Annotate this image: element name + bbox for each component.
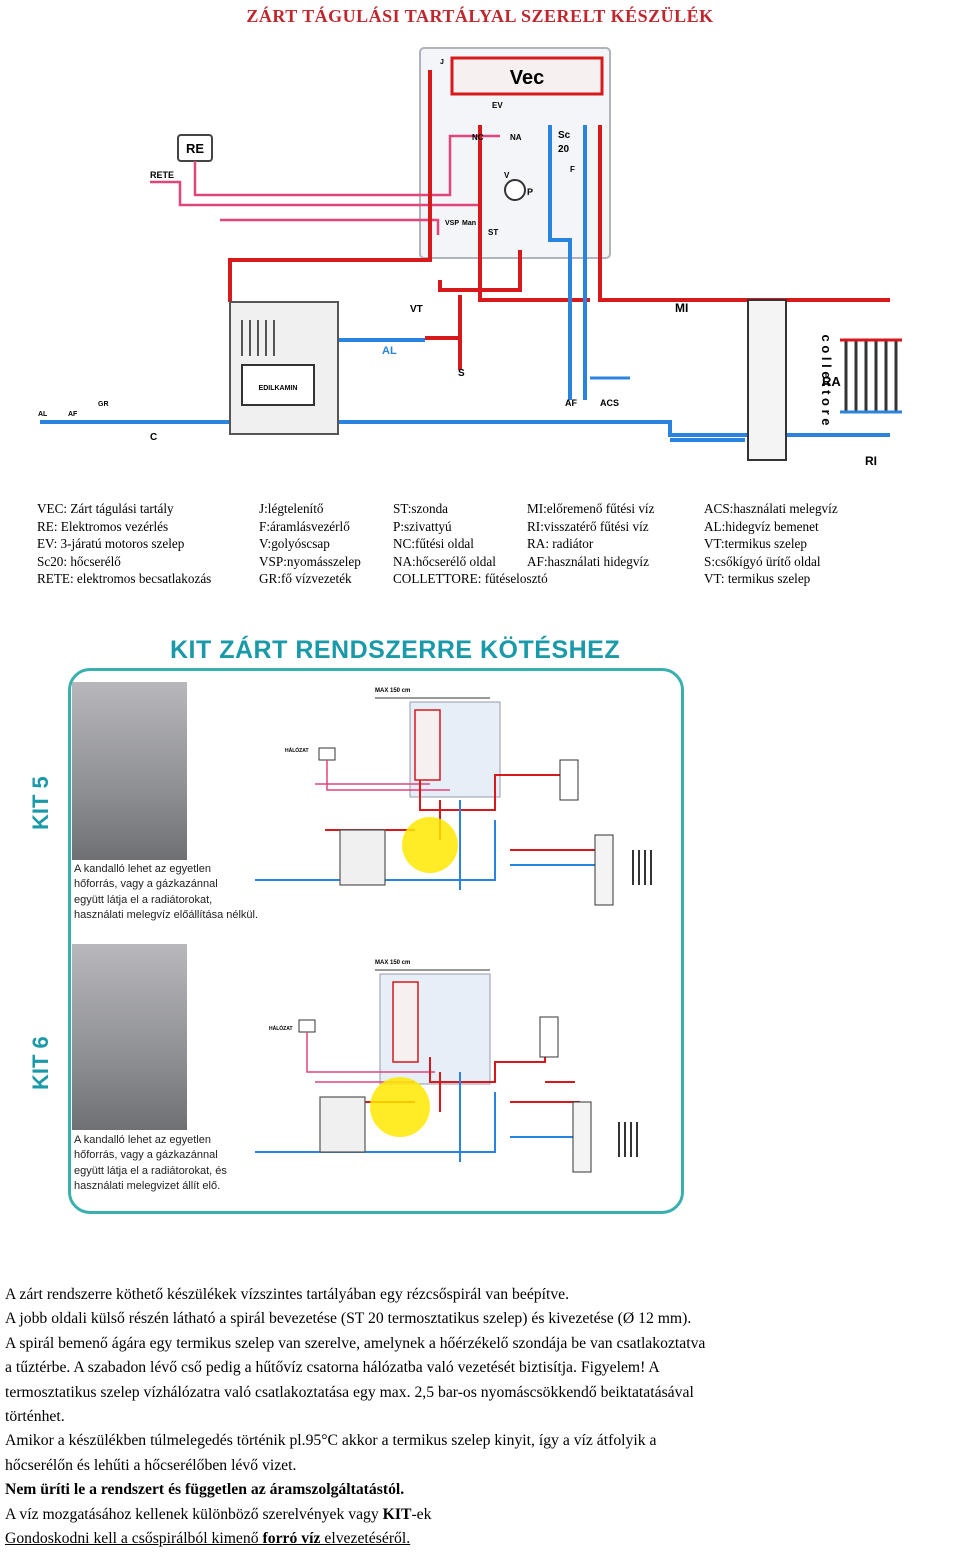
kit5-halozat: HÁLÓZAT: [285, 746, 309, 754]
kit6-photo: [72, 944, 187, 1130]
nc-label: NC: [472, 133, 484, 142]
sc-label: Sc: [558, 130, 571, 141]
legend-col-1: VEC: Zárt tágulási tartály RE: Elektromo…: [37, 501, 212, 587]
j-label: J: [440, 59, 444, 66]
paragraph-7: Gondoskodni kell a csőspirálból kimenő f…: [5, 1530, 411, 1548]
c-label: C: [150, 432, 157, 443]
ra-label: RA: [822, 374, 841, 389]
collettore-label: c o l l e t t o r e: [819, 334, 834, 425]
paragraph-3b: a tűztérbe. A szabadon lévő cső pedig a …: [5, 1359, 660, 1377]
legend-col-5: ACS:használati melegvíz AL:hidegvíz beme…: [704, 501, 838, 587]
af-label: AF: [565, 398, 577, 408]
ev-label: EV: [492, 101, 503, 110]
paragraph-4b: hőcserélőn és lehűti a hőcserélőben lévő…: [5, 1456, 297, 1474]
paragraph-6: A víz mozgatásához kellenek különböző sz…: [5, 1505, 432, 1523]
af-small-label: AF: [68, 411, 78, 418]
kit6-caption: A kandalló lehet az egyetlen hőforrás, v…: [74, 1134, 227, 1193]
vec-label: Vec: [510, 67, 544, 89]
s-label: S: [458, 368, 465, 379]
paragraph-3a: A spirál bemenő ágára egy termikus szele…: [5, 1334, 706, 1352]
st-label: ST: [488, 228, 498, 237]
vt-label: VT: [410, 304, 423, 315]
paragraph-1: A zárt rendszerre köthető készülékek víz…: [5, 1286, 570, 1303]
kit5-max: MAX 150 cm: [375, 688, 410, 694]
brand-label: EDILKAMIN: [259, 385, 298, 392]
rete-label: RETE: [150, 170, 174, 180]
paragraph-3c: termosztatikus szelep vízhálózatra való …: [5, 1383, 694, 1401]
paragraph-2: A jobb oldali külső részén látható a spi…: [5, 1310, 692, 1328]
schematic-diagram: Vec RE RETE EDILKAMIN c o l l e t t o r …: [38, 47, 902, 468]
legend-col-2: J:légtelenítő F:áramlásvezérlő V:golyósc…: [259, 501, 361, 587]
kit-frame: [68, 668, 684, 1214]
diagram-title: ZÁRT TÁGULÁSI TARTÁLYAL SZERELT KÉSZÜLÉK: [246, 6, 714, 26]
al-small-label: AL: [38, 411, 48, 418]
mi-label: MI: [675, 301, 688, 315]
f-label: F: [570, 165, 575, 174]
sc20-label: 20: [558, 144, 570, 155]
paragraph-5: Nem üríti le a rendszert és független az…: [5, 1481, 405, 1499]
kit5-label: KIT 5: [28, 776, 53, 830]
vsp-label: VSP: [445, 220, 459, 227]
legend-col-4: MI:előremenő fűtési víz RI:visszatérő fű…: [527, 501, 655, 569]
v-label: V: [504, 171, 510, 180]
gr-label: GR: [98, 401, 109, 408]
man-label: Man: [462, 220, 476, 227]
kit-title: KIT ZÁRT RENDSZERRE KÖTÉSHEZ: [170, 636, 621, 664]
kit5-schematic: MAX 150 cm HÁLÓZAT: [255, 688, 652, 906]
kit6-label: KIT 6: [28, 1036, 53, 1090]
ri-label: RI: [865, 454, 877, 468]
kit6-halozat: HÁLÓZAT: [269, 1024, 293, 1032]
na-label: NA: [510, 133, 522, 142]
p-label: P: [527, 187, 533, 197]
acs-label: ACS: [600, 398, 619, 408]
kit5-caption: A kandalló lehet az egyetlen hőforrás, v…: [74, 863, 259, 922]
al-label: AL: [382, 345, 397, 357]
kit6-schematic: MAX 150 cm HÁLÓZAT: [255, 960, 638, 1173]
legend-col-3: ST:szonda P:szivattyú NC:fűtési oldal NA…: [393, 501, 548, 587]
paragraph-3d: történhet.: [5, 1408, 65, 1426]
body-text: A zárt rendszerre köthető készülékek víz…: [5, 1283, 955, 1551]
kit6-max: MAX 150 cm: [375, 960, 410, 966]
paragraph-4a: Amikor a készülékben túlmelegedés történ…: [5, 1432, 657, 1450]
re-label: RE: [186, 141, 204, 156]
kit5-photo: [72, 682, 187, 860]
